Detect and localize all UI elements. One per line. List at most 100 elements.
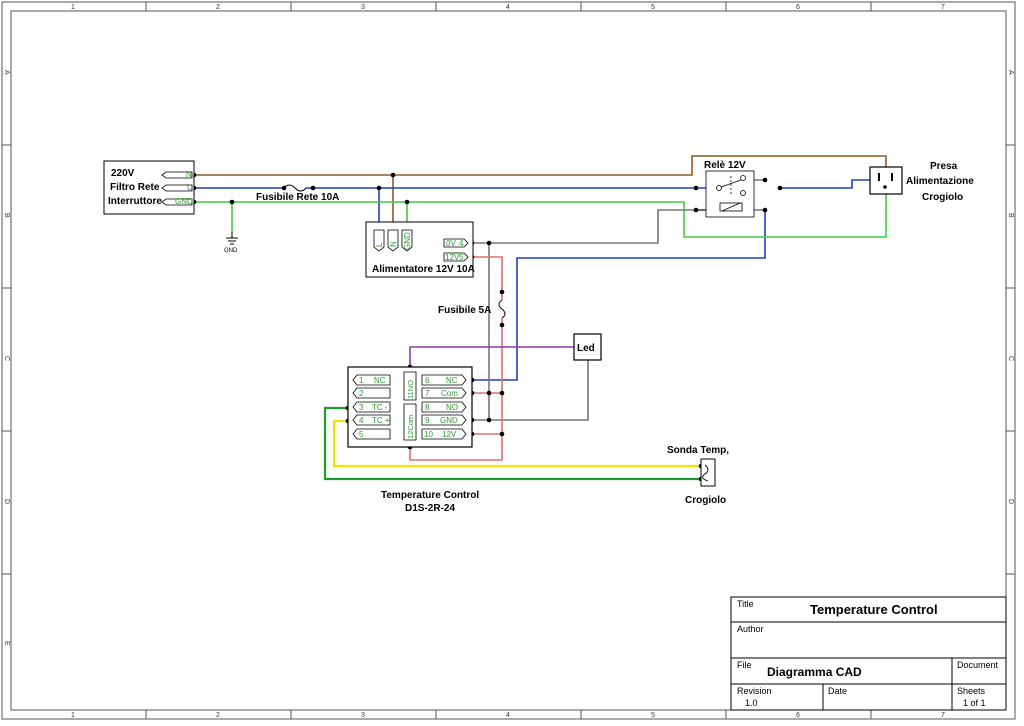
mains-pin-n: N bbox=[186, 170, 192, 179]
controller-label: Temperature Control bbox=[381, 490, 479, 501]
wire-zero-v bbox=[472, 209, 706, 244]
led-label: Led bbox=[577, 343, 595, 354]
fuse-5a-label: Fusibile 5A bbox=[438, 305, 491, 316]
psu-pin-12v: 12V bbox=[445, 253, 460, 262]
relay-label: Relè 12V bbox=[704, 160, 746, 171]
column-label: 5 bbox=[651, 4, 655, 11]
column-label: 7 bbox=[941, 712, 945, 719]
column-label: 6 bbox=[796, 712, 800, 719]
wire-tc-minus bbox=[323, 406, 701, 481]
document-field-label: Document bbox=[957, 660, 999, 670]
mains-fuse-icon bbox=[283, 184, 307, 192]
probe-label-2: Crogiolo bbox=[685, 495, 726, 506]
revision-field-label: Revision bbox=[737, 686, 772, 696]
ctrl-pin-8-number: 8 bbox=[425, 403, 430, 412]
wire-ground bbox=[194, 194, 887, 238]
mains-label-switch: Interruttore bbox=[108, 196, 162, 207]
fuse-5a-icon bbox=[498, 299, 506, 319]
wires bbox=[194, 155, 887, 481]
frame-column-labels: 1 2 3 4 5 6 7 1 2 3 4 5 6 7 bbox=[71, 4, 945, 719]
psu-label: Alimentatore 12V 10A bbox=[372, 264, 475, 275]
column-label: 1 bbox=[71, 4, 75, 11]
column-label: 2 bbox=[216, 712, 220, 719]
frame-row-labels: A B C D E A B C D bbox=[3, 70, 1014, 646]
ctrl-pin-1-number: 1 bbox=[359, 376, 364, 385]
ctrl-pin-5-number: 5 bbox=[359, 430, 364, 439]
wire-line-outlet bbox=[780, 179, 870, 189]
outlet-icon bbox=[869, 166, 903, 195]
column-label: 2 bbox=[216, 4, 220, 11]
ctrl-pin-2-number: 2 bbox=[359, 389, 364, 398]
revision-value: 1.0 bbox=[745, 698, 758, 708]
sheets-value: 1 of 1 bbox=[963, 698, 986, 708]
row-label: D bbox=[1007, 499, 1014, 504]
temperature-probe-icon bbox=[700, 458, 716, 487]
row-label: C bbox=[3, 356, 10, 361]
mains-pin-gnd: GND bbox=[175, 197, 193, 206]
frame-tick-marks bbox=[2, 2, 1015, 719]
temperature-controller: 1 NC 2 3 TC - 4 TC + 5 6 NC 7 Com 8 NO 9… bbox=[347, 366, 473, 448]
ctrl-pin-10-name: 12V bbox=[442, 430, 457, 439]
controller-model: D1S-2R-24 bbox=[405, 503, 455, 514]
row-label: E bbox=[3, 641, 10, 646]
relay-block: Relè 12V bbox=[696, 160, 765, 218]
psu-pin-5: 5 bbox=[459, 253, 464, 262]
outlet-label-1: Presa bbox=[930, 161, 958, 172]
psu-pin-0v: 0V bbox=[446, 239, 456, 248]
ctrl-pin-6-name: NC bbox=[446, 376, 458, 385]
ctrl-pin-7-number: 7 bbox=[425, 389, 430, 398]
row-label: C bbox=[1007, 356, 1014, 361]
psu-pin-gnd: GND bbox=[403, 232, 412, 250]
ctrl-pin-1-name: NC bbox=[374, 376, 386, 385]
wire-neutral bbox=[194, 155, 887, 176]
ctrl-pin-12: 12Com bbox=[406, 415, 415, 439]
column-label: 4 bbox=[506, 712, 510, 719]
file-field-label: File bbox=[737, 660, 752, 670]
row-label: B bbox=[1007, 213, 1014, 218]
ctrl-pin-9-name: GND bbox=[440, 416, 458, 425]
wire-12v bbox=[472, 256, 503, 300]
outlet-label-3: Crogiolo bbox=[922, 192, 963, 203]
mains-filter-block: 220V Filtro Rete Interruttore N L GND bbox=[103, 160, 195, 215]
mains-label-filter: Filtro Rete bbox=[110, 182, 160, 193]
column-label: 3 bbox=[361, 712, 365, 719]
outlet-label-2: Alimentazione bbox=[906, 176, 974, 187]
psu-block: L N GND 0V 4 12V 5 Alimentatore 12V 10A bbox=[365, 221, 475, 278]
ctrl-pin-6-number: 6 bbox=[425, 376, 430, 385]
ground-label: GND bbox=[224, 248, 238, 254]
mains-fuse-label: Fusibile Rete 10A bbox=[256, 192, 339, 203]
column-label: 6 bbox=[796, 4, 800, 11]
ctrl-pin-4-name: TC + bbox=[372, 416, 390, 425]
mains-label-voltage: 220V bbox=[111, 168, 135, 179]
wire-relay-coil bbox=[472, 210, 766, 381]
led-block: Led bbox=[573, 333, 602, 361]
wire-led bbox=[409, 346, 574, 367]
psu-pin-l: L bbox=[375, 242, 384, 247]
column-label: 3 bbox=[361, 4, 365, 11]
title-field-label: Title bbox=[737, 599, 754, 609]
author-field-label: Author bbox=[737, 624, 764, 634]
ctrl-pin-3-number: 3 bbox=[359, 403, 364, 412]
ctrl-pin-3-name: TC - bbox=[372, 403, 388, 412]
wire-12v-fused bbox=[409, 318, 503, 461]
row-label: A bbox=[3, 70, 10, 75]
row-label: A bbox=[1007, 70, 1014, 75]
ctrl-pin-11: 11NO bbox=[406, 380, 415, 399]
ctrl-pin-4-number: 4 bbox=[359, 416, 364, 425]
wire-tc-plus bbox=[332, 419, 701, 468]
title-block bbox=[730, 596, 1007, 711]
psu-pin-n: N bbox=[389, 241, 398, 247]
probe-label-1: Sonda Temp, bbox=[667, 445, 729, 456]
column-label: 4 bbox=[506, 4, 510, 11]
date-field-label: Date bbox=[828, 686, 847, 696]
ctrl-pin-9-number: 9 bbox=[425, 416, 430, 425]
file-value: Diagramma CAD bbox=[767, 665, 862, 679]
wire-led-return bbox=[489, 360, 589, 421]
column-label: 1 bbox=[71, 712, 75, 719]
sheets-field-label: Sheets bbox=[957, 686, 986, 696]
mains-pin-l: L bbox=[187, 183, 192, 192]
title-value: Temperature Control bbox=[810, 602, 938, 617]
ctrl-pin-10-number: 10 bbox=[424, 430, 433, 439]
